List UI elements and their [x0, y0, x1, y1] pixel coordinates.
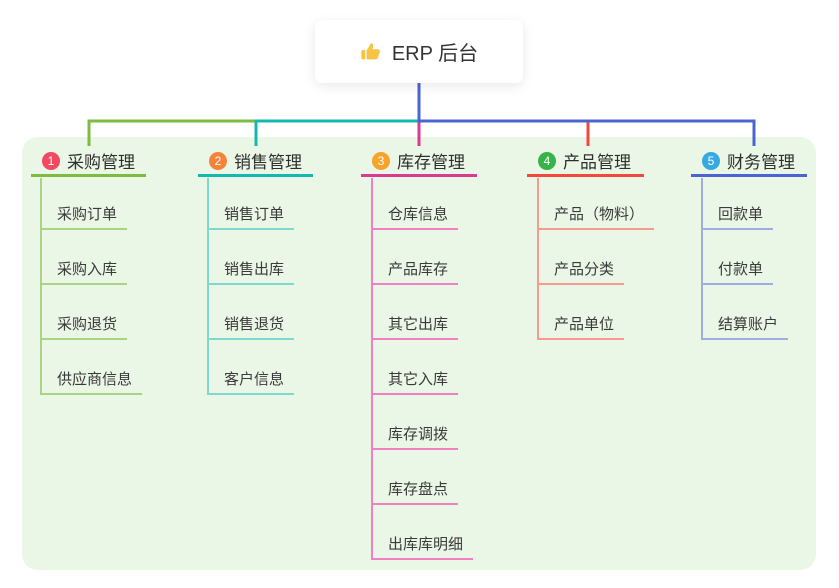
branch-node-finance[interactable]: 5 财务管理	[691, 147, 807, 177]
child-node[interactable]: 其它入库	[371, 367, 459, 395]
branches-panel	[22, 137, 816, 570]
branch-label: 库存管理	[397, 153, 465, 172]
branch-number-badge: 2	[209, 151, 227, 170]
child-node[interactable]: 销售出库	[207, 257, 295, 285]
branch-label: 产品管理	[563, 153, 631, 172]
root-label: ERP 后台	[391, 43, 479, 65]
thumbs-up-icon	[360, 41, 382, 63]
child-node[interactable]: 出库库明细	[371, 532, 474, 560]
branch-label: 采购管理	[67, 153, 135, 172]
child-node[interactable]: 采购订单	[40, 202, 128, 230]
child-node[interactable]: 其它出库	[371, 312, 459, 340]
child-node[interactable]: 销售退货	[207, 312, 295, 340]
child-node[interactable]: 产品分类	[537, 257, 625, 285]
branch-number-badge: 5	[702, 151, 720, 170]
branch-node-sales[interactable]: 2 销售管理	[198, 147, 313, 177]
child-node[interactable]: 回款单	[701, 202, 774, 230]
child-node[interactable]: 销售订单	[207, 202, 295, 230]
branch-number-badge: 1	[42, 151, 60, 170]
branch-number-badge: 4	[538, 151, 556, 170]
branch-label: 财务管理	[727, 153, 795, 172]
child-node[interactable]: 产品库存	[371, 257, 459, 285]
child-node[interactable]: 采购入库	[40, 257, 128, 285]
child-node[interactable]: 供应商信息	[40, 367, 143, 395]
child-node[interactable]: 客户信息	[207, 367, 295, 395]
branch-node-product[interactable]: 4 产品管理	[527, 147, 644, 177]
branch-node-purchase[interactable]: 1 采购管理	[31, 147, 146, 177]
child-node[interactable]: 库存调拨	[371, 422, 459, 450]
child-node[interactable]: 产品单位	[537, 312, 625, 340]
child-node[interactable]: 产品（物料）	[537, 202, 655, 230]
branch-node-inventory[interactable]: 3 库存管理	[361, 147, 477, 177]
child-node[interactable]: 仓库信息	[371, 202, 459, 230]
branch-number-badge: 3	[372, 151, 390, 170]
root-node[interactable]: ERP 后台	[315, 20, 523, 83]
child-node[interactable]: 采购退货	[40, 312, 128, 340]
child-node[interactable]: 结算账户	[701, 312, 789, 340]
branch-label: 销售管理	[234, 153, 302, 172]
child-node[interactable]: 付款单	[701, 257, 774, 285]
child-node[interactable]: 库存盘点	[371, 477, 459, 505]
